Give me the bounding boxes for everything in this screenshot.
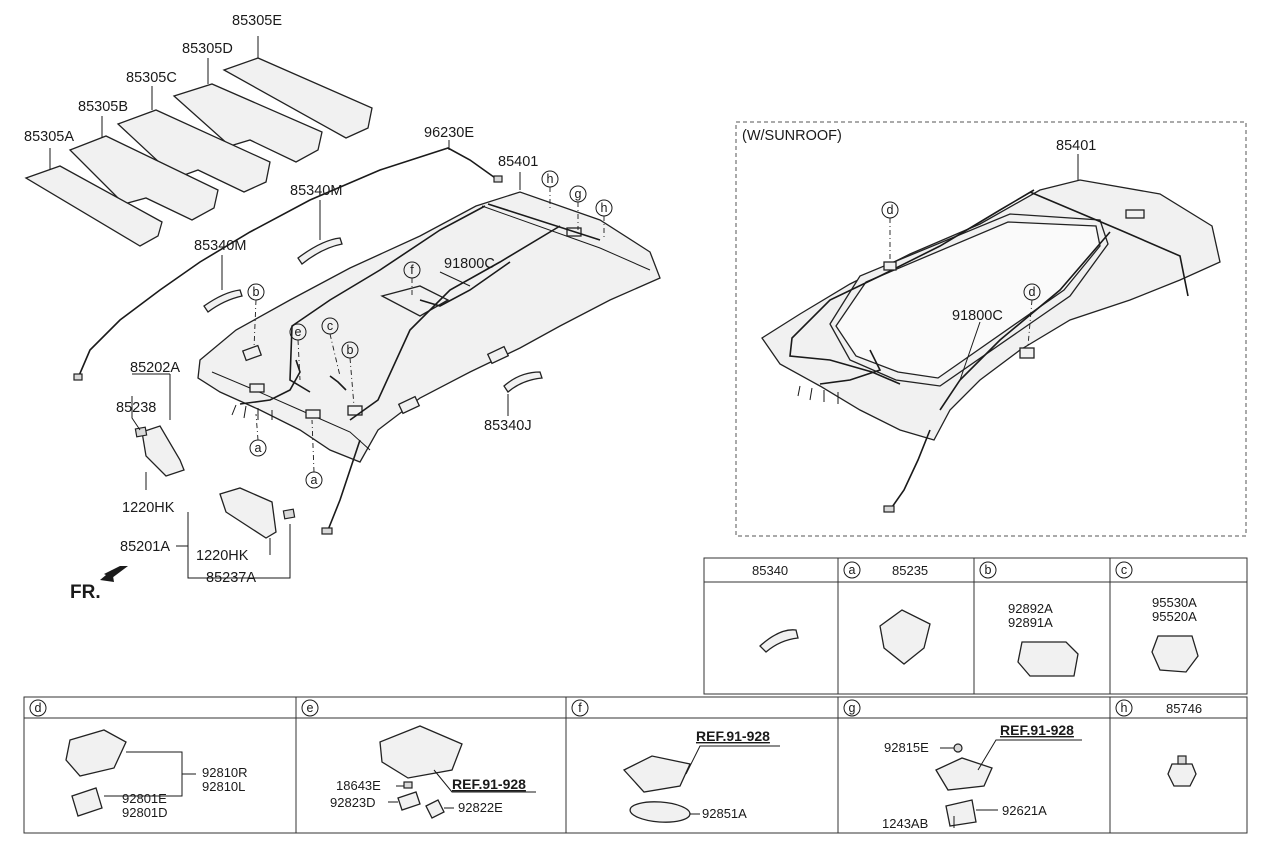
table-bottom-h-key: h: [1121, 701, 1128, 715]
clip-85235-icon: [879, 609, 931, 665]
table-bottom-d-92810R: 92810R: [202, 765, 248, 780]
sunroof-headlining: [761, 179, 1221, 513]
map-lamp-d-icon: [65, 729, 127, 777]
label-91800C: 91800C: [444, 256, 495, 272]
lamp-c-icon: [1151, 635, 1199, 673]
label-85202A: 85202A: [130, 360, 180, 376]
sunroof-label-91800C: 91800C: [952, 308, 1003, 324]
label-85201A: 85201A: [120, 539, 170, 555]
label-96230E: 96230E: [424, 125, 474, 141]
label-85305B: 85305B: [78, 99, 128, 115]
table-bottom-e-92823D: 92823D: [330, 795, 376, 810]
table-bottom-d-key: d: [35, 701, 42, 715]
grab-handles: 85340M 85340M 85340J: [194, 183, 543, 434]
callout-c: c: [327, 319, 333, 333]
label-85340M-rear: 85340M: [290, 183, 342, 199]
table-bottom-d-92810L: 92810L: [202, 779, 245, 794]
table-bottom-d-92801E: 92801E: [122, 791, 167, 806]
label-85238: 85238: [116, 400, 156, 416]
label-85401: 85401: [498, 154, 538, 170]
table-bottom-f-92851A: 92851A: [702, 806, 747, 821]
table-bottom-f-ref: REF.91-928: [696, 728, 770, 744]
callout-b-2: b: [347, 343, 354, 357]
callout-g: g: [575, 187, 582, 201]
label-85237A: 85237A: [206, 570, 256, 586]
sunroof-callout-d-2: d: [1029, 285, 1036, 299]
lens-92851A-icon: [629, 801, 691, 823]
grab-handle-85340-icon: [759, 629, 799, 653]
table-bottom-g-92815E: 92815E: [884, 740, 929, 755]
lens-92823D-icon: [397, 791, 421, 811]
lens-d-icon: [71, 787, 103, 817]
table-bottom-f-key: f: [578, 701, 582, 715]
table-bottom: d 92810R 92810L 92801E 92801D e 18643E 9…: [23, 696, 1248, 834]
sunroof-label-85401: 85401: [1056, 138, 1096, 154]
clip-85746-icon: [1167, 763, 1197, 787]
table-top: 85340 a 85235 b c 92892A 92891A 95530A 9…: [703, 557, 1248, 695]
callout-h-2: h: [601, 201, 608, 215]
room-lamp-f-icon: [622, 755, 691, 793]
table-bottom-g-ref: REF.91-928: [1000, 722, 1074, 738]
table-top-col3-key: b: [985, 563, 992, 577]
label-85305C: 85305C: [126, 70, 177, 86]
table-bottom-g-key: g: [849, 701, 856, 715]
label-85305D: 85305D: [182, 41, 233, 57]
table-bottom-d-92801D: 92801D: [122, 805, 168, 820]
table-bottom-e-92822E: 92822E: [458, 800, 503, 815]
lens-92822E-icon: [425, 799, 445, 819]
table-bottom-e-ref: REF.91-928: [452, 776, 526, 792]
table-top-col2-key: a: [849, 563, 856, 577]
sunroof-callout-d-1: d: [887, 203, 894, 217]
table-bottom-g-92621A: 92621A: [1002, 803, 1047, 818]
label-85305A: 85305A: [24, 129, 74, 145]
lamp-b-icon: [1017, 641, 1079, 677]
table-top-col1-title: 85340: [752, 563, 788, 578]
table-top-part-92892A: 92892A: [1008, 601, 1053, 616]
callout-a-1: a: [255, 441, 262, 455]
label-85340M-front: 85340M: [194, 238, 246, 254]
table-bottom-g-1243AB: 1243AB: [882, 816, 928, 831]
callout-a-2: a: [311, 473, 318, 487]
callout-h-1: h: [547, 172, 554, 186]
main-callouts: h g h f b e c b a a: [247, 170, 613, 489]
callout-e: e: [295, 325, 302, 339]
table-top-part-92891A: 92891A: [1008, 615, 1053, 630]
roof-wire-96230E: 96230E: [73, 125, 503, 381]
label-85305E: 85305E: [232, 13, 282, 29]
label-85340J: 85340J: [484, 418, 532, 434]
main-headlining: [197, 191, 661, 535]
fr-label: FR.: [70, 582, 101, 603]
table-bottom-e-18643E: 18643E: [336, 778, 381, 793]
lens-92621A-icon: [945, 799, 977, 827]
sunroof-title: (W/SUNROOF): [742, 128, 842, 144]
callout-b-1: b: [253, 285, 260, 299]
table-top-col2-title: 85235: [892, 563, 928, 578]
table-bottom-h-title: 85746: [1166, 701, 1202, 716]
lamp-g-icon: [935, 757, 993, 791]
table-top-part-95530A: 95530A: [1152, 595, 1197, 610]
overhead-console-e-icon: [379, 725, 463, 779]
label-1220HK-left: 1220HK: [122, 500, 175, 516]
table-bottom-e-key: e: [307, 701, 314, 715]
front-direction-arrow: FR.: [70, 566, 128, 603]
callout-f: f: [410, 263, 414, 277]
table-top-col4-key: c: [1121, 563, 1127, 577]
headliner-pads: 85305E 85305D 85305C 85305B 85305A: [24, 13, 373, 247]
table-top-part-95520A: 95520A: [1152, 609, 1197, 624]
label-1220HK-right: 1220HK: [196, 548, 249, 564]
sun-visors: 85202A 85238 1220HK 85201A 1220HK 85237A: [116, 360, 296, 586]
sunroof-panel-frame: [735, 121, 1247, 537]
